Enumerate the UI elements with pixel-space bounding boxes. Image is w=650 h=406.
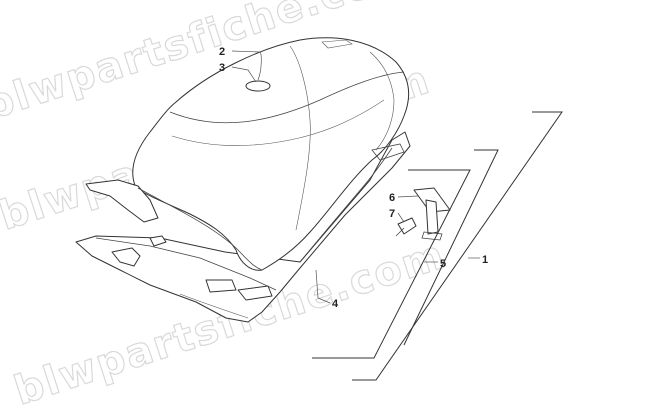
leader-lines: [231, 50, 419, 304]
callout-7: 7: [389, 208, 395, 220]
callout-5: 5: [440, 258, 446, 270]
bracket-assembly: [395, 187, 451, 241]
cushion-top-seam: [169, 71, 405, 124]
bracket-part-5-upper: [403, 149, 499, 346]
cushion-inner-panel: [171, 99, 385, 146]
fastener-pin-shaft: [395, 227, 405, 237]
leader-3: [231, 66, 257, 83]
base-rear-bumper: [237, 285, 273, 301]
bracket-part-1: [352, 111, 563, 381]
bracket-part-5: [312, 169, 471, 359]
base-front-edge: [95, 237, 277, 291]
leader-4: [315, 269, 331, 304]
seat-front-flap: [85, 179, 159, 223]
seat-emblem-patch: [245, 80, 271, 92]
leader-7: [397, 212, 405, 223]
seat-assembly: [75, 37, 411, 323]
seat-bracket-leg: [425, 199, 439, 235]
seat-bracket-foot: [421, 231, 443, 241]
leader-2: [231, 50, 262, 81]
callout-4: 4: [332, 298, 339, 310]
base-side-rail: [299, 147, 393, 263]
cushion-rear-edge: [369, 51, 395, 151]
grouping-brackets: [312, 111, 563, 381]
callout-6: 6: [389, 192, 395, 204]
seat-cushion: [132, 37, 410, 271]
base-rear-tab: [371, 143, 405, 161]
callout-3: 3: [219, 62, 225, 74]
callout-labels: 2 3 6 7 5 1 4: [219, 46, 488, 310]
callout-2: 2: [219, 46, 225, 58]
base-underside-line: [179, 293, 249, 319]
leader-6: [397, 195, 419, 198]
base-hinge-mount: [149, 235, 167, 247]
cushion-side-seam: [137, 187, 263, 271]
base-front-pad: [111, 247, 141, 267]
cushion-center-seam: [289, 45, 311, 231]
seat-logo-mark: [321, 39, 353, 49]
base-latch-block: [205, 279, 237, 293]
callout-1: 1: [482, 254, 488, 266]
